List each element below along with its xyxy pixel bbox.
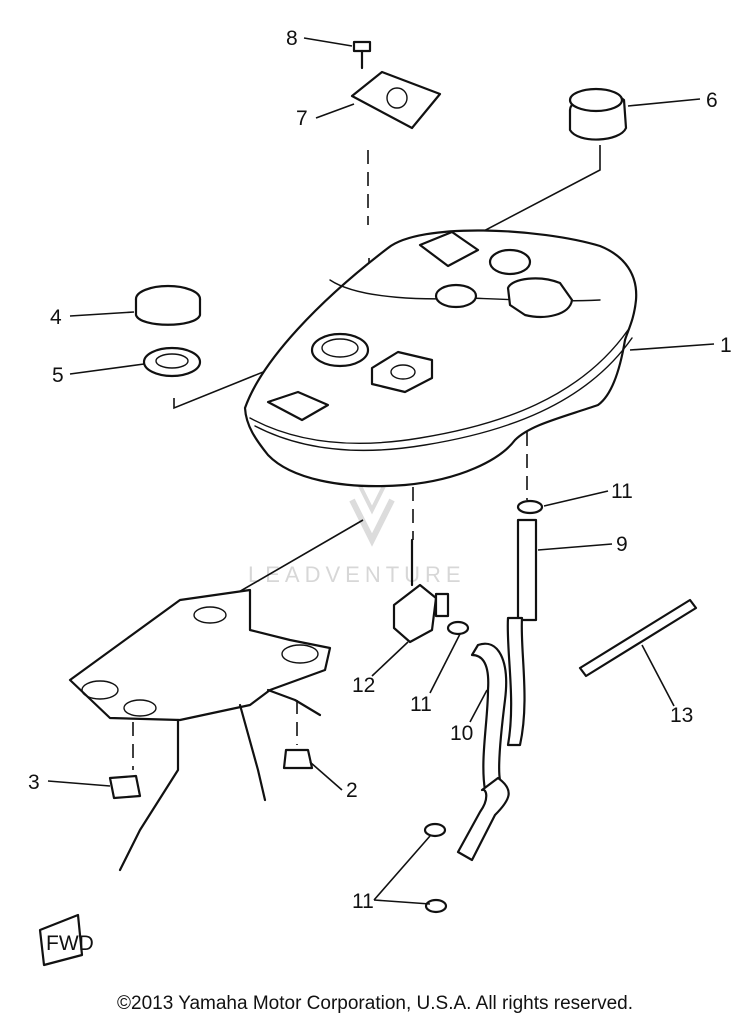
callout-13: 13 [670, 704, 693, 727]
tank-cap [134, 284, 202, 326]
hose [516, 518, 538, 622]
watermark-text: LEADVENTURE [248, 562, 466, 587]
bent-hose [456, 616, 526, 862]
grommet-left [108, 774, 142, 800]
callout-7: 7 [296, 107, 308, 130]
frame [68, 588, 332, 872]
callout-4: 4 [50, 306, 62, 329]
callout-5: 5 [52, 364, 64, 387]
filler-cap [568, 87, 628, 141]
callout-11-lower: 11 [352, 890, 374, 913]
callout-10: 10 [450, 722, 473, 745]
gasket-ring [142, 346, 202, 378]
watermark: LEADVENTURE [248, 485, 466, 587]
callout-12: 12 [352, 674, 375, 697]
cover-plate [350, 70, 442, 130]
callout-2: 2 [346, 779, 358, 802]
hose-clip-lower-1 [423, 822, 447, 838]
hose-clip-upper [516, 499, 544, 515]
callout-9: 9 [616, 533, 628, 556]
callout-leaders [47, 37, 715, 905]
hose-clip-lower-2 [424, 898, 448, 914]
fuel-cock [392, 538, 450, 644]
copyright-notice: ©2013 Yamaha Motor Corporation, U.S.A. A… [117, 993, 633, 1014]
callout-8: 8 [286, 27, 298, 50]
callout-1: 1 [720, 334, 732, 357]
callout-11-middle: 11 [410, 693, 432, 716]
callout-6: 6 [706, 89, 718, 112]
grommet-right [282, 748, 314, 770]
fuel-tank [243, 229, 638, 488]
hose-clip-middle [446, 620, 470, 636]
tank-strap [578, 598, 698, 678]
fwd-indicator: FWD [38, 913, 94, 967]
callout-3: 3 [28, 771, 40, 794]
callout-11-upper: 11 [611, 480, 633, 503]
callout-numbers: 8 7 6 4 5 1 11 9 12 11 10 13 2 3 11 [28, 27, 732, 913]
screw [352, 40, 372, 70]
fwd-label: FWD [46, 932, 94, 955]
